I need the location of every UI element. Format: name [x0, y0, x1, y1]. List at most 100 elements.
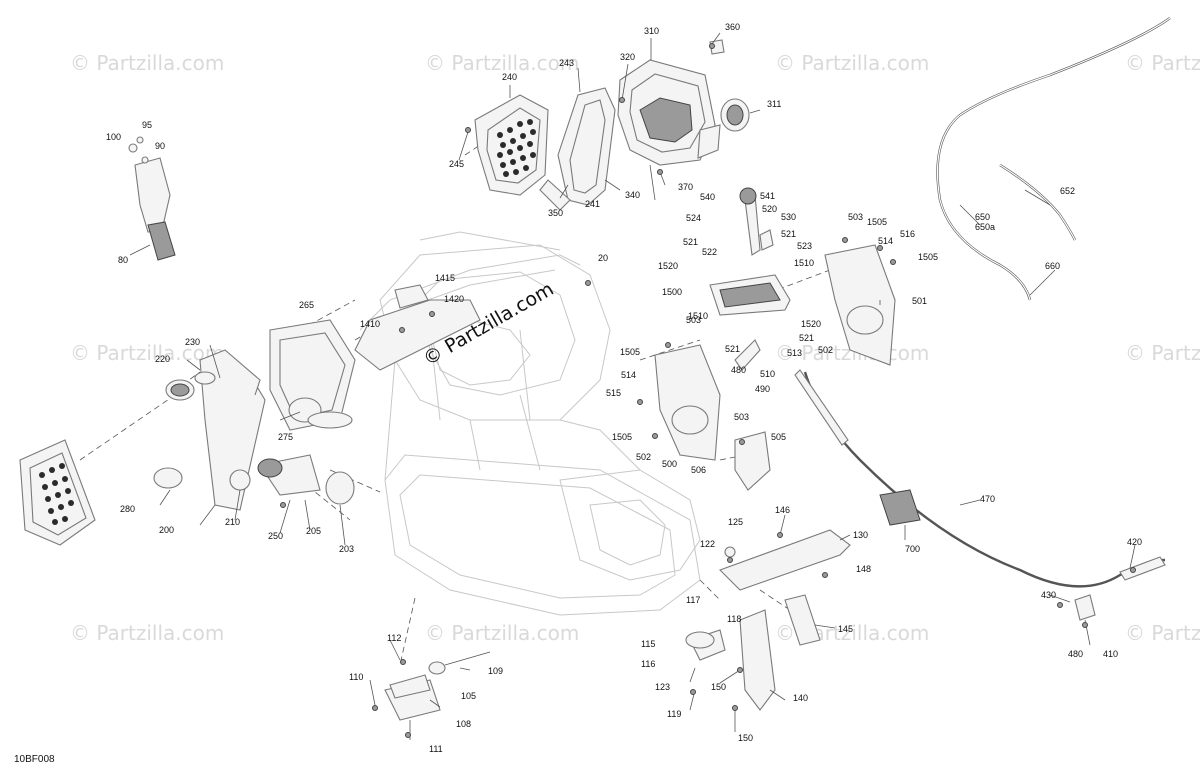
callout-109[interactable]: 109: [488, 666, 503, 676]
callout-122[interactable]: 122: [700, 539, 715, 549]
callout-115[interactable]: 115: [641, 639, 655, 649]
callout-503[interactable]: 503: [734, 412, 749, 422]
callout-210[interactable]: 210: [225, 517, 240, 527]
callout-510[interactable]: 510: [760, 369, 775, 379]
callout-119[interactable]: 119: [667, 709, 681, 719]
callout-521[interactable]: 521: [781, 229, 796, 239]
callout-523[interactable]: 523: [797, 241, 812, 251]
callout-650a[interactable]: 650a: [975, 222, 995, 232]
callout-370[interactable]: 370: [678, 182, 693, 192]
seal-frame: [539, 87, 616, 211]
callout-230[interactable]: 230: [185, 337, 200, 347]
callout-490[interactable]: 490: [755, 384, 770, 394]
callout-117[interactable]: 117: [686, 595, 700, 605]
callout-1505[interactable]: 1505: [612, 432, 632, 442]
callout-502[interactable]: 502: [818, 345, 833, 355]
callout-112[interactable]: 112: [387, 633, 401, 643]
callout-95[interactable]: 95: [142, 120, 152, 130]
callout-515[interactable]: 515: [606, 388, 621, 398]
callout-1415[interactable]: 1415: [435, 273, 455, 283]
callout-516[interactable]: 516: [900, 229, 915, 239]
callout-310[interactable]: 310: [644, 26, 659, 36]
callout-1520[interactable]: 1520: [658, 261, 678, 271]
callout-541[interactable]: 541: [760, 191, 775, 201]
callout-360[interactable]: 360: [725, 22, 740, 32]
callout-350[interactable]: 350: [548, 208, 563, 218]
callout-220[interactable]: 220: [155, 354, 170, 364]
callout-521[interactable]: 521: [725, 344, 740, 354]
callout-340[interactable]: 340: [625, 190, 640, 200]
callout-80[interactable]: 80: [118, 255, 128, 265]
callout-540[interactable]: 540: [700, 192, 715, 202]
callout-123[interactable]: 123: [655, 682, 670, 692]
callout-1420[interactable]: 1420: [444, 294, 464, 304]
callout-420[interactable]: 420: [1127, 537, 1142, 547]
callout-1510[interactable]: 1510: [794, 258, 814, 268]
callout-311[interactable]: 311: [767, 99, 781, 109]
callout-118[interactable]: 118: [727, 614, 741, 624]
callout-108[interactable]: 108: [456, 719, 471, 729]
callout-524[interactable]: 524: [686, 213, 701, 223]
callout-1410[interactable]: 1410: [360, 319, 380, 329]
callout-520[interactable]: 520: [762, 204, 777, 214]
callout-530[interactable]: 530: [781, 212, 796, 222]
callout-250[interactable]: 250: [268, 531, 283, 541]
callout-514[interactable]: 514: [878, 236, 893, 246]
callout-280[interactable]: 280: [120, 504, 135, 514]
callout-243[interactable]: 243: [559, 58, 574, 68]
callout-111[interactable]: 111: [429, 744, 443, 754]
callout-700[interactable]: 700: [905, 544, 920, 554]
callout-130[interactable]: 130: [853, 530, 868, 540]
callout-245[interactable]: 245: [449, 159, 464, 169]
callout-150[interactable]: 150: [711, 682, 726, 692]
callout-1505[interactable]: 1505: [867, 217, 887, 227]
callout-125[interactable]: 125: [728, 517, 743, 527]
callout-1510[interactable]: 1510: [688, 311, 708, 321]
callout-116[interactable]: 116: [641, 659, 655, 669]
callout-470[interactable]: 470: [980, 494, 995, 504]
callout-500[interactable]: 500: [662, 459, 677, 469]
callout-660[interactable]: 660: [1045, 261, 1060, 271]
callout-1505[interactable]: 1505: [918, 252, 938, 262]
callout-146[interactable]: 146: [775, 505, 790, 515]
callout-241[interactable]: 241: [585, 199, 600, 209]
callout-1505[interactable]: 1505: [620, 347, 640, 357]
callout-513[interactable]: 513: [787, 348, 802, 358]
callout-20[interactable]: 20: [598, 253, 608, 263]
callout-205[interactable]: 205: [306, 526, 321, 536]
callout-652[interactable]: 652: [1060, 186, 1075, 196]
callout-521[interactable]: 521: [683, 237, 698, 247]
callout-240[interactable]: 240: [502, 72, 517, 82]
callout-480[interactable]: 480: [731, 365, 746, 375]
callout-148[interactable]: 148: [856, 564, 871, 574]
callout-1520[interactable]: 1520: [801, 319, 821, 329]
callout-90[interactable]: 90: [155, 141, 165, 151]
callout-521[interactable]: 521: [799, 333, 814, 343]
callout-522[interactable]: 522: [702, 247, 717, 257]
callout-140[interactable]: 140: [793, 693, 808, 703]
callout-505[interactable]: 505: [771, 432, 786, 442]
callout-480[interactable]: 480: [1068, 649, 1083, 659]
callout-650[interactable]: 650: [975, 212, 990, 222]
callout-275[interactable]: 275: [278, 432, 293, 442]
callout-145[interactable]: 145: [838, 624, 853, 634]
callout-430[interactable]: 430: [1041, 590, 1056, 600]
callout-200[interactable]: 200: [159, 525, 174, 535]
callout-320[interactable]: 320: [620, 52, 635, 62]
callout-265[interactable]: 265: [299, 300, 314, 310]
engine-mount: [384, 651, 491, 721]
callout-506[interactable]: 506: [691, 465, 706, 475]
callout-410[interactable]: 410: [1103, 649, 1118, 659]
callout-502[interactable]: 502: [636, 452, 651, 462]
callout-105[interactable]: 105: [461, 691, 476, 701]
callout-514[interactable]: 514: [621, 370, 636, 380]
callout-203[interactable]: 203: [339, 544, 354, 554]
callout-110[interactable]: 110: [349, 672, 363, 682]
callout-503[interactable]: 503: [848, 212, 863, 222]
callout-501[interactable]: 501: [912, 296, 927, 306]
callout-100[interactable]: 100: [106, 132, 121, 142]
callout-150[interactable]: 150: [738, 733, 753, 743]
callout-1500[interactable]: 1500: [662, 287, 682, 297]
callout-503[interactable]: 503: [686, 315, 701, 325]
